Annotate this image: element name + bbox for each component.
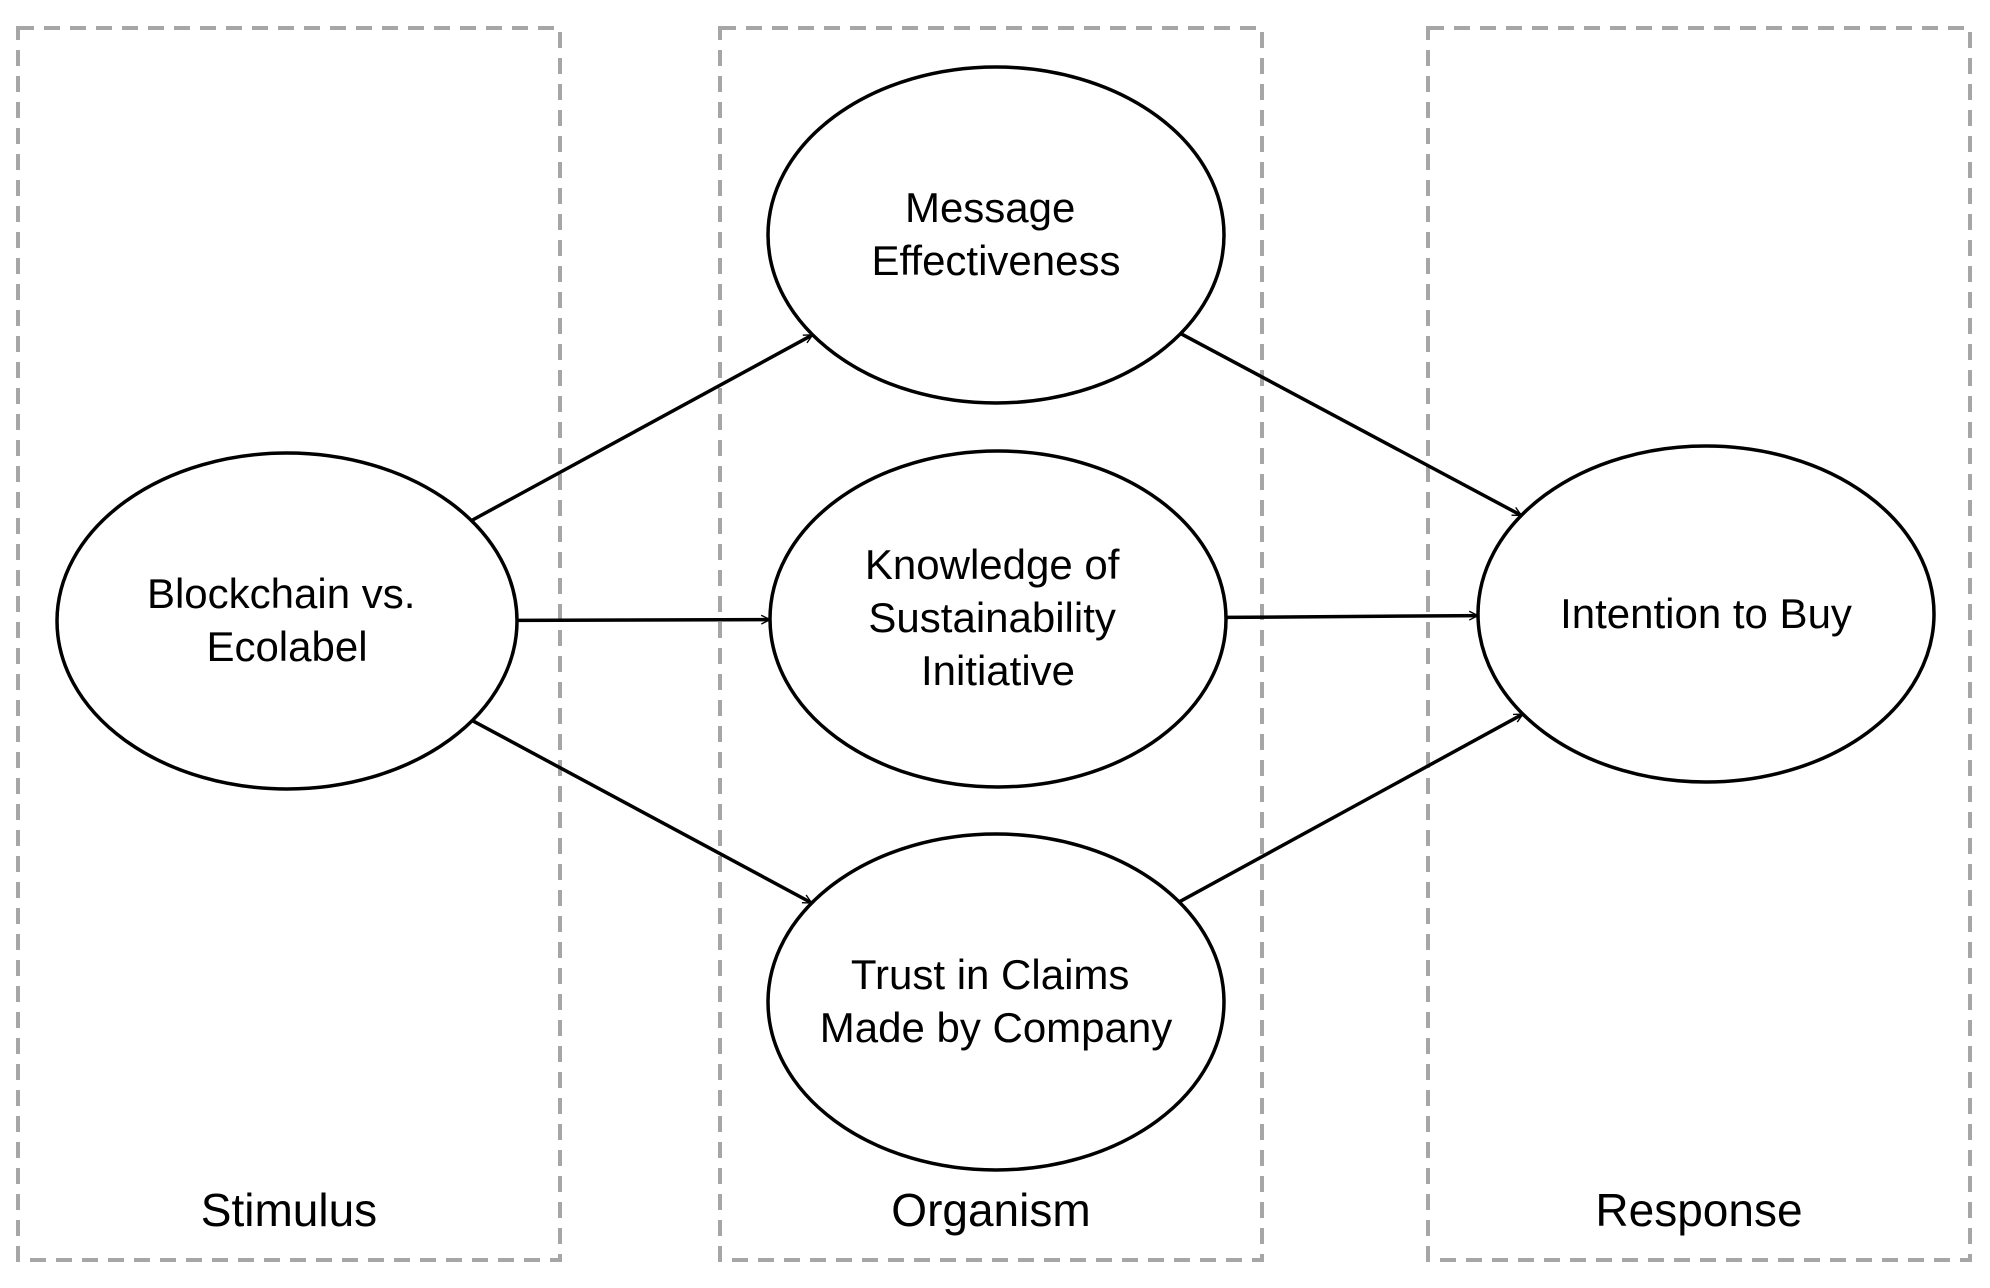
stimulus-panel [16,26,562,1262]
node-knowledge: Knowledge of Sustainability Initiative [768,449,1228,789]
arrow-message-to-intention [1179,332,1522,517]
blockchain-ellipse [55,451,519,791]
message-ellipse [766,65,1226,405]
intention-ellipse [1476,444,1936,784]
node-intention: Intention to Buy [1476,444,1936,784]
organism-panel [718,26,1264,1262]
knowledge-label-line-2: Sustainability [868,594,1115,641]
message-label-line-2: Effectiveness [871,237,1120,284]
intention-label-line-1: Intention to Buy [1560,590,1852,637]
node-message-effectiveness: Message Effectiveness [766,65,1226,405]
blockchain-label: Blockchain vs. Ecolabel [147,570,427,670]
blockchain-label-line-1: Blockchain vs. [147,570,415,617]
trust-label-line-2: Made by Company [820,1004,1173,1051]
knowledge-label-line-1: Knowledge of [865,541,1120,588]
arrow-blockchain-to-message [470,333,812,523]
message-label-line-1: Message [905,184,1075,231]
stimulus-label: Stimulus [201,1184,377,1236]
message-label: Message Effectiveness [871,184,1120,284]
edges-group [470,332,1523,905]
organism-label: Organism [891,1184,1090,1236]
arrow-blockchain-to-trust [471,719,812,905]
trust-label-line-1: Trust in Claims [851,951,1129,998]
intention-label: Intention to Buy [1560,590,1852,637]
node-blockchain: Blockchain vs. Ecolabel [55,451,519,791]
trust-ellipse [766,832,1226,1172]
knowledge-ellipse [768,449,1228,789]
node-trust: Trust in Claims Made by Company [766,832,1226,1172]
response-label: Response [1595,1184,1802,1236]
arrow-blockchain-to-knowledge [516,620,770,621]
response-panel [1426,26,1972,1262]
arrow-trust-to-intention [1178,712,1523,904]
trust-label: Trust in Claims Made by Company [820,951,1173,1051]
knowledge-label-line-3: Initiative [921,647,1075,694]
arrow-knowledge-to-intention [1225,616,1478,618]
blockchain-label-line-2: Ecolabel [206,623,367,670]
knowledge-label: Knowledge of Sustainability Initiative [865,541,1131,694]
